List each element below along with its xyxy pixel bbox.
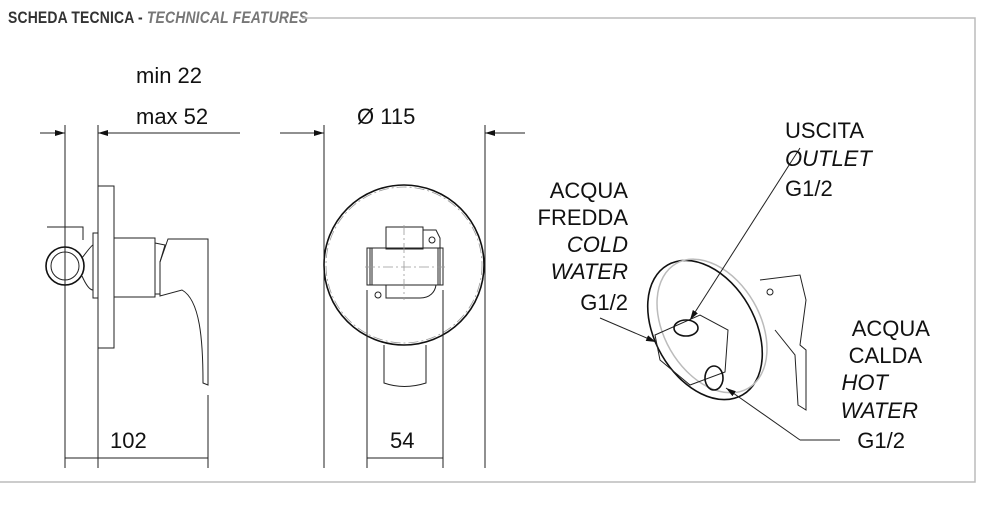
hot-en-1: HOT	[842, 370, 890, 395]
mounting-lugs	[385, 229, 441, 299]
mixer-body	[113, 237, 156, 298]
valve-body	[654, 314, 729, 386]
width-label: 54	[390, 428, 414, 453]
title-english: TECHNICAL FEATURES	[146, 8, 309, 27]
outlet-callout: USCITA OUTLET G1/2	[785, 118, 873, 201]
hot-inlet-port	[704, 365, 724, 391]
cold-size: G1/2	[580, 290, 628, 315]
page-title: SCHEDA TECNICA - TECHNICAL FEATURES	[8, 8, 308, 28]
round-plate	[323, 184, 485, 346]
connector-outline	[47, 226, 84, 240]
connector-bracket	[81, 244, 94, 291]
hot-leader-arrow	[725, 387, 801, 441]
outlet-en: OUTLET	[785, 146, 873, 171]
cold-callout: ACQUA FREDDA COLD WATER G1/2	[538, 178, 629, 315]
lever-handle	[159, 238, 209, 386]
outlet-leader-arrow	[689, 147, 801, 321]
depth-min-label: min 22	[136, 63, 202, 88]
outlet-port	[385, 226, 424, 250]
cold-en-1: COLD	[567, 232, 628, 257]
plate-inner-edge	[325, 186, 483, 344]
frame-border	[0, 17, 976, 483]
screw-hole	[374, 291, 382, 299]
cold-leader-arrow	[599, 317, 657, 343]
cold-it-2: FREDDA	[538, 205, 629, 230]
lever-handle	[383, 345, 427, 387]
hot-size: G1/2	[857, 428, 905, 453]
isometric-view	[599, 147, 840, 441]
hot-callout: ACQUA CALDA HOT WATER G1/2	[841, 316, 931, 453]
plate-edge	[656, 258, 768, 394]
hot-it-2: CALDA	[849, 343, 923, 368]
valve-body	[369, 247, 441, 286]
hot-it-1: ACQUA	[852, 316, 931, 341]
cold-it-1: ACQUA	[550, 178, 629, 203]
diameter-label: Ø 115	[357, 104, 415, 129]
hot-en-2: WATER	[841, 398, 919, 423]
title-italian: SCHEDA TECNICA -	[8, 8, 143, 27]
pipe-connection	[45, 246, 85, 286]
inlet-thread-left	[366, 247, 373, 286]
length-label: 102	[110, 428, 147, 453]
depth-max-label: max 52	[136, 104, 208, 129]
outlet-port	[673, 319, 699, 337]
screw-hole	[766, 288, 774, 296]
pipe-connection-inner	[50, 251, 80, 281]
side-view: min 22 max 52 102	[40, 63, 240, 468]
round-plate	[646, 259, 764, 401]
outlet-it: USCITA	[785, 118, 864, 143]
wall-plate	[97, 185, 115, 349]
lever-handle	[759, 274, 807, 411]
cold-en-2: WATER	[551, 259, 629, 284]
plate-mount	[92, 232, 99, 299]
screw-hole	[428, 236, 436, 244]
outlet-size: G1/2	[785, 176, 833, 201]
front-view: Ø 115 54	[280, 104, 525, 468]
